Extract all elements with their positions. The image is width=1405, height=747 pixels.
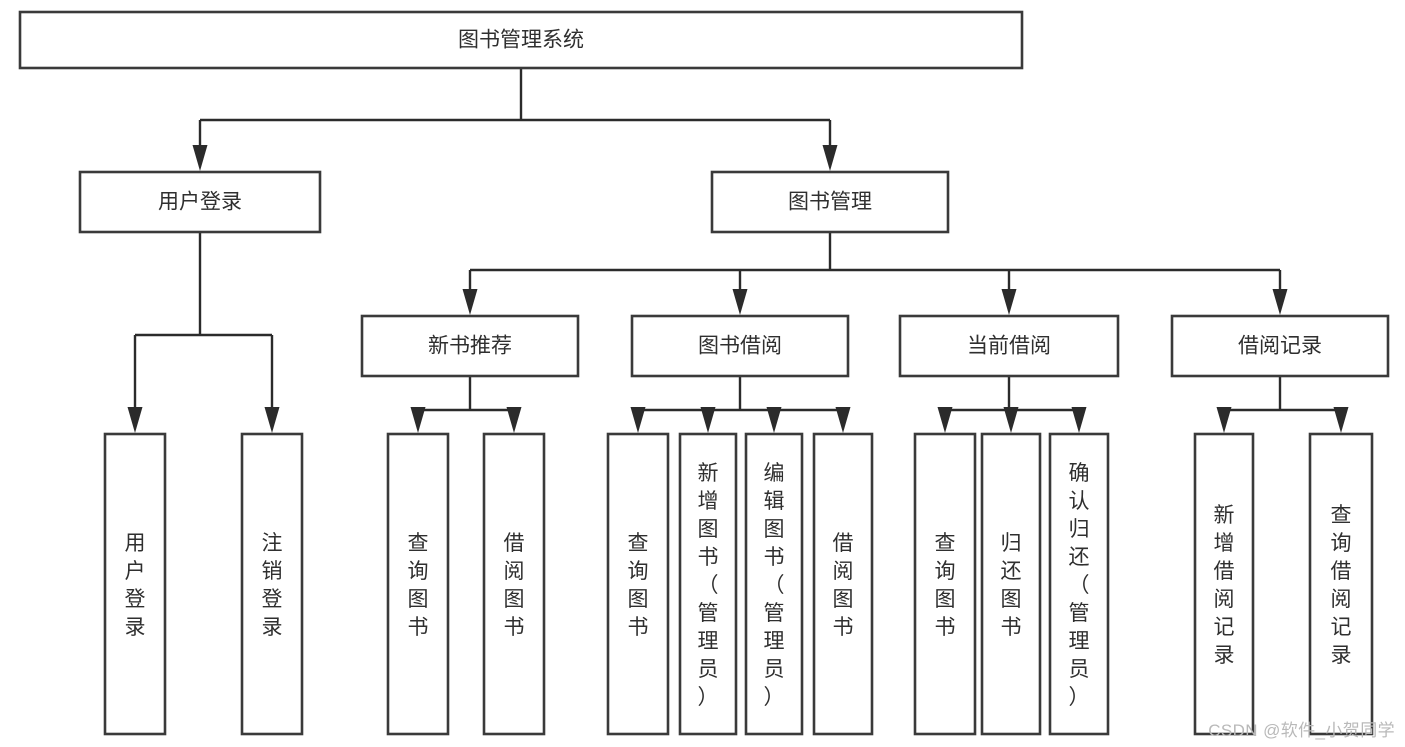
node-label: 查询图书 bbox=[935, 532, 956, 639]
node-label: 确认归还（管理员） bbox=[1069, 462, 1090, 709]
node-box bbox=[1193, 432, 1255, 736]
node-book-manage[interactable]: 图书管理 bbox=[710, 170, 950, 234]
node-borrow-record[interactable]: 借阅记录 bbox=[1170, 314, 1390, 378]
node-leaf-query-book-a[interactable]: 查询图书 bbox=[386, 432, 450, 736]
node-leaf-query-book-b[interactable]: 查询图书 bbox=[606, 432, 670, 736]
node-box bbox=[913, 432, 977, 736]
node-box bbox=[1048, 432, 1110, 736]
node-root[interactable]: 图书管理系统 bbox=[18, 10, 1024, 70]
node-leaf-return-book[interactable]: 归还图书 bbox=[980, 432, 1042, 736]
node-label: 归还图书 bbox=[1001, 532, 1022, 639]
arrow-head-icon bbox=[462, 289, 478, 315]
arrow-head-icon bbox=[1333, 407, 1349, 433]
node-box bbox=[630, 314, 850, 378]
node-label: 用户登录 bbox=[125, 532, 146, 639]
node-box bbox=[898, 314, 1120, 378]
node-box bbox=[360, 314, 580, 378]
node-label: 图书管理系统 bbox=[458, 29, 584, 52]
node-label: 编辑图书（管理员） bbox=[764, 462, 785, 709]
node-leaf-query-record[interactable]: 查询借阅记录 bbox=[1308, 432, 1374, 736]
node-label: 查询图书 bbox=[628, 532, 649, 639]
node-box bbox=[678, 432, 738, 736]
arrow-head-icon bbox=[1071, 407, 1087, 433]
arrow-head-icon bbox=[937, 407, 953, 433]
node-box bbox=[78, 170, 322, 234]
node-box bbox=[812, 432, 874, 736]
node-box bbox=[980, 432, 1042, 736]
node-user-login[interactable]: 用户登录 bbox=[78, 170, 322, 234]
arrow-head-icon bbox=[192, 145, 208, 171]
node-label: 借阅记录 bbox=[1238, 335, 1322, 358]
node-label: 查询借阅记录 bbox=[1331, 504, 1352, 667]
node-layer: 图书管理系统用户登录图书管理新书推荐图书借阅当前借阅借阅记录用户登录注销登录查询… bbox=[18, 10, 1390, 736]
node-current-borrow[interactable]: 当前借阅 bbox=[898, 314, 1120, 378]
node-box bbox=[482, 432, 546, 736]
node-label: 用户登录 bbox=[158, 191, 242, 214]
node-label: 图书借阅 bbox=[698, 335, 782, 358]
node-leaf-query-book-c[interactable]: 查询图书 bbox=[913, 432, 977, 736]
arrow-head-icon bbox=[822, 145, 838, 171]
node-leaf-borrow-book-a[interactable]: 借阅图书 bbox=[482, 432, 546, 736]
arrow-head-icon bbox=[1216, 407, 1232, 433]
node-label: 查询图书 bbox=[408, 532, 429, 639]
node-label: 新书推荐 bbox=[428, 335, 512, 358]
node-box bbox=[103, 432, 167, 736]
arrow-head-icon bbox=[700, 407, 716, 433]
arrow-head-icon bbox=[1003, 407, 1019, 433]
node-box bbox=[606, 432, 670, 736]
arrow-head-icon bbox=[506, 407, 522, 433]
node-leaf-edit-book[interactable]: 编辑图书（管理员） bbox=[744, 432, 804, 736]
node-leaf-borrow-book-b[interactable]: 借阅图书 bbox=[812, 432, 874, 736]
node-box bbox=[386, 432, 450, 736]
node-book-borrow[interactable]: 图书借阅 bbox=[630, 314, 850, 378]
node-label: 新增借阅记录 bbox=[1214, 504, 1235, 667]
node-box bbox=[1170, 314, 1390, 378]
node-box bbox=[1308, 432, 1374, 736]
node-box bbox=[18, 10, 1024, 70]
node-leaf-confirm-return[interactable]: 确认归还（管理员） bbox=[1048, 432, 1110, 736]
node-label: 当前借阅 bbox=[967, 335, 1051, 358]
arrow-head-icon bbox=[1272, 289, 1288, 315]
node-leaf-add-record[interactable]: 新增借阅记录 bbox=[1193, 432, 1255, 736]
arrow-head-icon bbox=[1001, 289, 1017, 315]
arrow-head-icon bbox=[732, 289, 748, 315]
node-label: 注销登录 bbox=[262, 532, 283, 639]
arrow-head-icon bbox=[127, 407, 143, 433]
node-leaf-user-login[interactable]: 用户登录 bbox=[103, 432, 167, 736]
node-box bbox=[710, 170, 950, 234]
node-box bbox=[744, 432, 804, 736]
node-label: 借阅图书 bbox=[504, 532, 525, 639]
node-label: 新增图书（管理员） bbox=[698, 462, 719, 709]
arrow-head-icon bbox=[766, 407, 782, 433]
node-label: 图书管理 bbox=[788, 191, 872, 214]
arrow-head-icon bbox=[264, 407, 280, 433]
node-label: 借阅图书 bbox=[833, 532, 854, 639]
arrow-head-icon bbox=[835, 407, 851, 433]
node-leaf-add-book[interactable]: 新增图书（管理员） bbox=[678, 432, 738, 736]
connector-layer bbox=[127, 68, 1349, 433]
arrow-head-icon bbox=[630, 407, 646, 433]
node-box bbox=[240, 432, 304, 736]
node-new-book-rec[interactable]: 新书推荐 bbox=[360, 314, 580, 378]
arrow-head-icon bbox=[410, 407, 426, 433]
node-leaf-logout[interactable]: 注销登录 bbox=[240, 432, 304, 736]
